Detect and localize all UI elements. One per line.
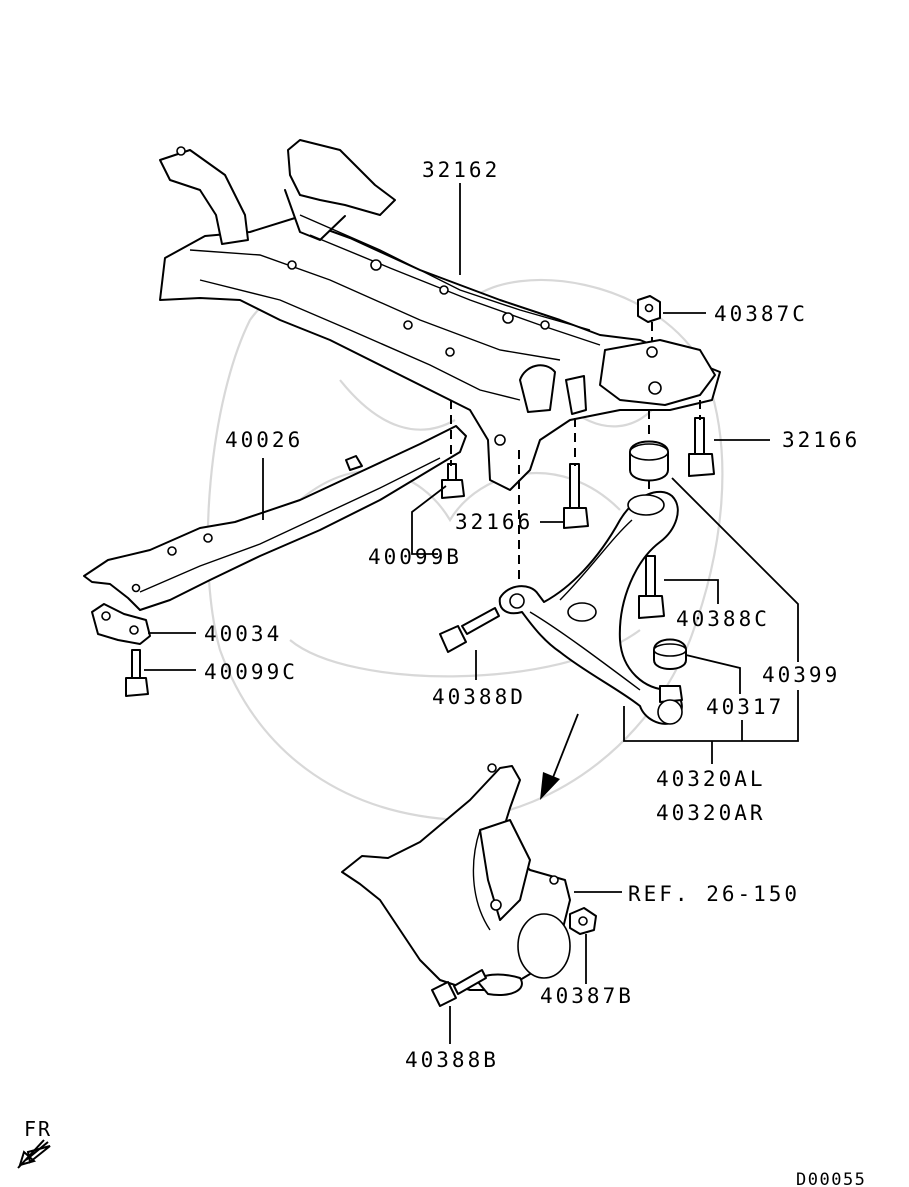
callout-labels: 32162 40387C 32166 40026 32166 40099B 40… — [204, 158, 860, 1072]
label-32166-right: 32166 — [782, 428, 860, 452]
nut-40387C — [637, 295, 661, 323]
label-40099C: 40099C — [204, 660, 298, 684]
label-40317: 40317 — [706, 695, 784, 719]
label-40320AR: 40320AR — [656, 801, 766, 825]
front-direction-marker: FR — [17, 1117, 52, 1169]
bolt-40099C — [125, 649, 149, 697]
bolt-40099B — [441, 463, 465, 499]
label-40026: 40026 — [225, 428, 303, 452]
alignment-lines — [450, 322, 701, 582]
label-40387B: 40387B — [540, 984, 634, 1008]
diagram-code: D00055 — [796, 1170, 866, 1187]
bolt-32166-center — [563, 463, 589, 529]
bolt-40388C — [638, 555, 665, 619]
steering-knuckle — [341, 763, 571, 996]
label-32162: 32162 — [422, 158, 500, 182]
lower-control-arm — [498, 491, 683, 725]
fr-arrow-icon — [17, 1139, 51, 1169]
front-crossmember — [159, 139, 721, 491]
leader-lines — [144, 183, 799, 1044]
label-32166-center: 32166 — [455, 510, 533, 534]
label-40388C: 40388C — [676, 607, 770, 631]
bracket — [91, 603, 151, 645]
label-ref-26-150: REF. 26-150 — [628, 882, 800, 906]
label-40099B: 40099B — [368, 545, 462, 569]
assembly-arrow — [540, 713, 579, 800]
label-40320AL: 40320AL — [656, 767, 766, 791]
label-40387C: 40387C — [714, 302, 808, 326]
label-40034: 40034 — [204, 622, 282, 646]
bolt-40388D — [439, 607, 500, 653]
front-bar — [83, 425, 467, 611]
bolt-32166-right — [688, 417, 715, 477]
bushing-40399 — [629, 440, 669, 482]
label-40388D: 40388D — [432, 685, 526, 709]
label-40388B: 40388B — [405, 1048, 499, 1072]
dust-cover-40317 — [653, 638, 687, 670]
bolt-40388B — [431, 969, 487, 1007]
label-40399: 40399 — [762, 663, 840, 687]
fr-label: FR — [24, 1117, 52, 1141]
nut-40387B — [569, 907, 597, 935]
